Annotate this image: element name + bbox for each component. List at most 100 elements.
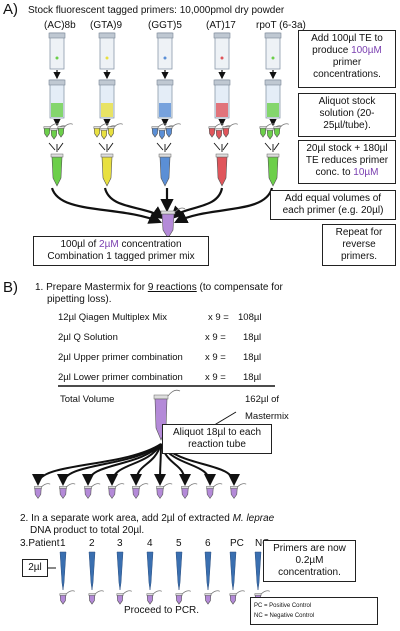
pipette-tip (254, 551, 262, 591)
step3-label: 3.Patient (20, 538, 60, 549)
vial-cap (213, 79, 231, 86)
stock-vial (214, 32, 230, 70)
tube-cap (50, 153, 64, 158)
fan-arrow (154, 443, 167, 486)
mix-row-3-item: 2µl Upper primer combination (58, 352, 183, 363)
vial-dot (55, 56, 59, 60)
volume-box: 2µl (22, 559, 48, 577)
aliquot-tube (208, 123, 224, 138)
final-tube (59, 590, 75, 605)
mastermix-lid (167, 389, 181, 397)
reaction-tube (230, 483, 247, 499)
merge-arrow (165, 142, 172, 151)
merge-arrow (264, 142, 272, 151)
dilution-tube (101, 156, 113, 187)
aliquot-box: Aliquot 18µl to each reaction tube (162, 424, 272, 454)
primer-column (43, 32, 73, 187)
pipette-tip (116, 551, 124, 591)
fan-arrow (82, 443, 162, 486)
primer-label-2: (GTA)9 (90, 20, 122, 31)
vial-liquid (51, 103, 63, 117)
vial-dot (271, 56, 275, 60)
primer-columns (43, 32, 289, 187)
primer-column (93, 32, 123, 187)
tube-cap (266, 153, 280, 158)
patient-label: 6 (205, 538, 211, 549)
tube-cap (215, 153, 229, 158)
reaction-tube (108, 483, 125, 499)
patient-label: 5 (176, 538, 182, 549)
final-tube (175, 590, 191, 605)
step1-text: 1. Prepare Mastermix for 9 reactions (to… (35, 282, 284, 293)
aliquot-tube (43, 123, 59, 138)
combined-tube-cap (160, 210, 176, 215)
vial-cap (98, 32, 116, 39)
mix-row-3-result: 18µl (243, 352, 261, 363)
fan-arrow (32, 443, 162, 486)
final-tube (204, 590, 220, 605)
vial-dot (105, 56, 109, 60)
merge-arrow (48, 142, 56, 151)
mix-row-4-item: 2µl Lower primer combination (58, 372, 183, 383)
step-add-te-box: Add 100µl TE to produce 100µM primer con… (298, 30, 396, 88)
total-label: Total Volume (60, 394, 114, 405)
patient-label: 3 (117, 538, 123, 549)
patient-labels: 123456PCNC (60, 538, 269, 549)
stock-vial (157, 32, 173, 70)
aliquot-tube (93, 123, 109, 138)
final-tube (88, 590, 104, 605)
reaction-tube (59, 483, 76, 499)
primer-column (151, 32, 181, 187)
merge-arrow (156, 142, 164, 151)
pipette-tip (146, 551, 154, 591)
vial-dot (220, 56, 224, 60)
vial-cap (98, 79, 116, 86)
reaction-tube (181, 483, 198, 499)
section-a-letter: A) (3, 1, 18, 18)
stock-vial (99, 32, 115, 70)
mix-row-2-result: 18µl (243, 332, 261, 343)
patient-label: 4 (147, 538, 153, 549)
tube-cap (158, 153, 172, 158)
patient-label: NC (255, 538, 269, 549)
vial-cap (156, 32, 174, 39)
mix-row-4-calc: x 9 = (205, 372, 226, 383)
step2-text: 2. In a separate work area, add 2µl of e… (20, 513, 275, 524)
primer-label-1: (AC)8b (44, 20, 76, 31)
vial-cap (156, 79, 174, 86)
vial-liquid (101, 103, 113, 117)
primer-mix-box: 100µl of 2µM concentration Combination 1… (33, 236, 209, 266)
vial-cap (213, 32, 231, 39)
aliquot-tube (222, 123, 238, 138)
pipettes (48, 551, 262, 591)
section-b-letter: B) (3, 279, 18, 296)
patient-label: 1 (60, 538, 66, 549)
final-tube (116, 590, 132, 605)
merge-arrow (107, 142, 114, 151)
patient-label: 2 (89, 538, 95, 549)
stock-vial (49, 32, 65, 70)
pipette-tip (229, 551, 237, 591)
mix-row-2-calc: x 9 = (205, 332, 226, 343)
merge-arrow (213, 142, 221, 151)
step-equal-volumes-box: Add equal volumes of each primer (e.g. 2… (270, 190, 396, 220)
pipette-tip (59, 551, 67, 591)
primer-label-4: (AT)17 (206, 20, 236, 31)
aliquot-tube (273, 123, 289, 138)
merge-arrow (222, 142, 229, 151)
merge-arrow (57, 142, 64, 151)
section-a-heading: Stock fluorescent tagged primers: 10,000… (28, 5, 285, 16)
mix-row-3-calc: x 9 = (205, 352, 226, 363)
merge-arrow (273, 142, 280, 151)
reaction-tube (156, 483, 173, 499)
pipette-tip (88, 551, 96, 591)
dilution-tube (267, 156, 279, 187)
mix-row-4-result: 18µl (243, 372, 261, 383)
step-dilute-box: 20µl stock + 180µl TE reduces primer con… (298, 140, 396, 184)
step1-text-line2: pipetting loss). (47, 294, 111, 305)
step-aliquot-box: Aliquot stock solution (20-25µl/tube). (298, 93, 396, 137)
vial-liquid (159, 103, 171, 117)
aliquot-tube (151, 123, 167, 138)
vial-cap (48, 79, 66, 86)
